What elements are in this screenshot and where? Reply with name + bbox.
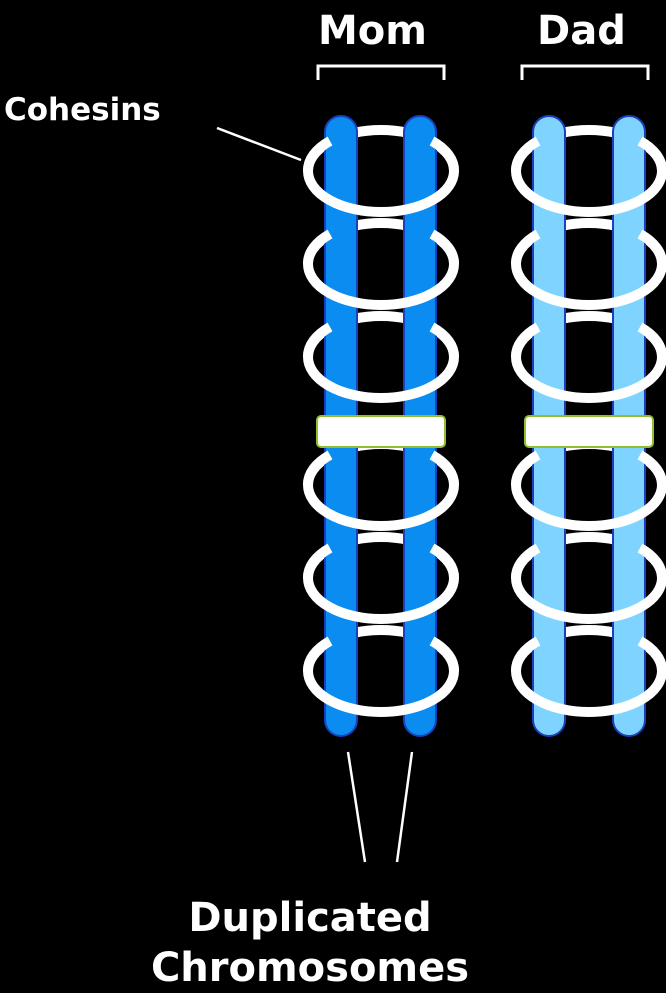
mom-chromosome bbox=[303, 115, 459, 737]
cohesin-ring-side bbox=[637, 543, 666, 579]
cohesin-ring-side bbox=[637, 636, 666, 672]
cohesin-ring-side bbox=[303, 543, 333, 579]
cohesin-ring-side bbox=[429, 636, 459, 672]
cohesin-ring-side bbox=[511, 229, 541, 265]
cohesin-ring-front bbox=[303, 670, 459, 717]
cohesin-ring-side bbox=[511, 636, 541, 672]
cohesins-label: Cohesins bbox=[4, 92, 161, 128]
duplicated-label-line2: Chromosomes bbox=[150, 945, 470, 991]
mom-centromere bbox=[316, 415, 446, 448]
chromatid-pointer-line-left bbox=[346, 751, 367, 863]
cohesin-ring-side bbox=[637, 450, 666, 486]
cohesin-ring-front bbox=[303, 263, 459, 310]
cohesin-ring-front bbox=[511, 484, 666, 531]
cohesin-ring-front bbox=[303, 484, 459, 531]
dad-bracket bbox=[520, 64, 650, 80]
cohesin-ring-side bbox=[637, 229, 666, 265]
dad-label: Dad bbox=[537, 8, 626, 54]
cohesin-ring-side bbox=[637, 136, 666, 172]
cohesin-ring-side bbox=[303, 229, 333, 265]
cohesin-ring-side bbox=[511, 450, 541, 486]
cohesin-ring-side bbox=[511, 543, 541, 579]
cohesin-ring-front bbox=[511, 170, 666, 217]
cohesin-ring-front bbox=[303, 577, 459, 624]
cohesin-ring-front bbox=[303, 356, 459, 403]
cohesin-ring-side bbox=[637, 322, 666, 358]
cohesin-ring-front bbox=[511, 670, 666, 717]
dad-centromere bbox=[524, 415, 654, 448]
mom-bracket bbox=[316, 64, 446, 80]
duplicated-label-line1: Duplicated bbox=[188, 895, 432, 941]
parent-brackets bbox=[316, 64, 650, 80]
cohesin-ring-front bbox=[303, 170, 459, 217]
cohesin-ring-side bbox=[429, 322, 459, 358]
cohesin-ring-side bbox=[511, 322, 541, 358]
cohesin-ring-side bbox=[303, 636, 333, 672]
cohesin-ring-side bbox=[303, 322, 333, 358]
cohesin-ring-side bbox=[429, 136, 459, 172]
mom-cohesin-fronts bbox=[303, 136, 459, 717]
cohesin-ring-side bbox=[303, 450, 333, 486]
duplicated-chromosomes-label: Duplicated Chromosomes bbox=[150, 893, 470, 993]
cohesin-ring-side bbox=[429, 229, 459, 265]
cohesin-ring-side bbox=[429, 543, 459, 579]
cohesin-ring-side bbox=[429, 450, 459, 486]
cohesins-pointer-line bbox=[216, 126, 302, 162]
dad-chromosome bbox=[511, 115, 666, 737]
chromosome-group bbox=[303, 115, 666, 737]
dad-cohesin-fronts bbox=[511, 136, 666, 717]
cohesin-ring-front bbox=[511, 577, 666, 624]
chromatid-pointer-line-right bbox=[395, 751, 414, 863]
mom-label: Mom bbox=[318, 8, 427, 54]
cohesin-ring-side bbox=[511, 136, 541, 172]
cohesin-ring-side bbox=[303, 136, 333, 172]
cohesin-ring-front bbox=[511, 263, 666, 310]
pointer-lines bbox=[216, 126, 414, 863]
cohesin-ring-front bbox=[511, 356, 666, 403]
